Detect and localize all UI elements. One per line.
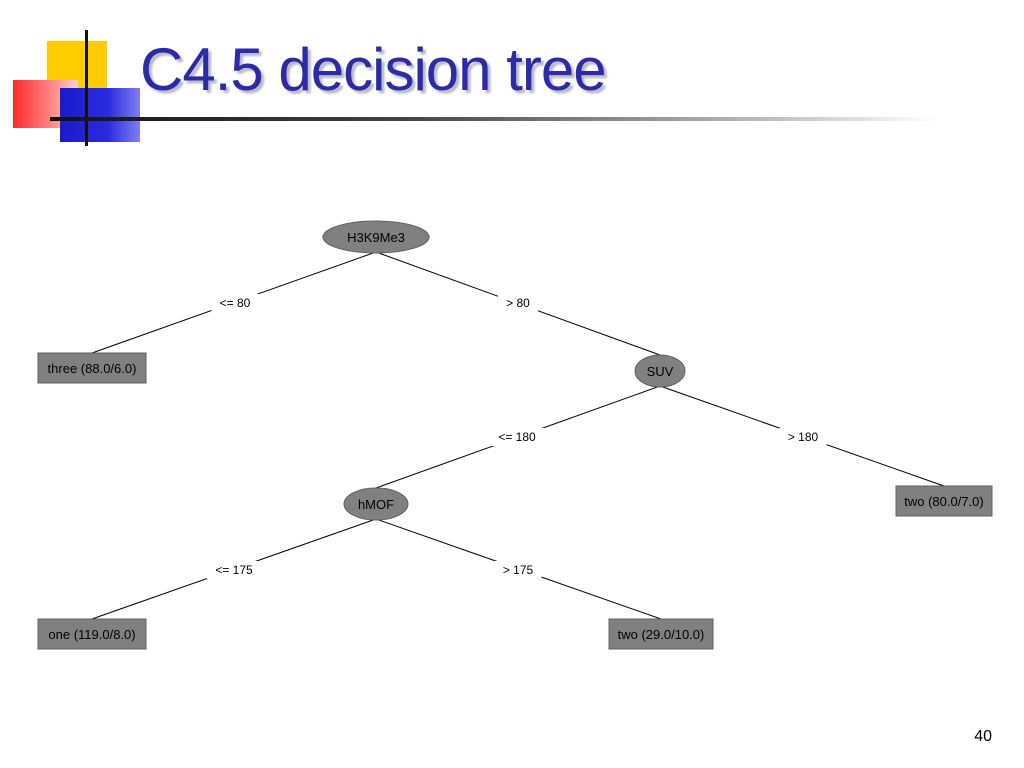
edge-label-bg bbox=[490, 428, 544, 446]
edge-label-n0-n2: > 80 bbox=[506, 296, 530, 310]
node-label-n2: SUV bbox=[647, 364, 674, 379]
edge-label-n2-n4: > 180 bbox=[788, 430, 819, 444]
edge-label-bg bbox=[211, 294, 259, 312]
edge-label-n0-n1: <= 80 bbox=[220, 296, 251, 310]
node-label-n6: two (29.0/10.0) bbox=[618, 627, 705, 642]
decor-blue-square bbox=[60, 88, 140, 142]
decision-node-hmof bbox=[343, 487, 409, 521]
edge-label-n3-n6: > 175 bbox=[503, 563, 534, 577]
leaf-node-n5 bbox=[37, 618, 147, 650]
edge-label-n2-n3: <= 180 bbox=[498, 430, 536, 444]
title-underline bbox=[50, 117, 940, 121]
node-label-n3: hMOF bbox=[358, 497, 394, 512]
leaf-node-n6 bbox=[608, 618, 714, 650]
node-label-n1: three (88.0/6.0) bbox=[48, 361, 137, 376]
decision-node-h3k9me3 bbox=[322, 220, 430, 254]
edge-label-bg bbox=[207, 561, 261, 579]
edge-label-bg bbox=[494, 561, 542, 579]
node-label-n4: two (80.0/7.0) bbox=[904, 494, 984, 509]
leaf-node-n1 bbox=[37, 352, 147, 384]
leaf-node-n4 bbox=[895, 485, 993, 517]
page-number: 40 bbox=[974, 728, 992, 745]
decor-vertical-line bbox=[85, 30, 88, 146]
node-label-n5: one (119.0/8.0) bbox=[48, 627, 135, 642]
edge-label-n3-n5: <= 175 bbox=[215, 563, 253, 577]
decision-node-suv bbox=[634, 354, 686, 388]
slide-title: C4.5 decision tree bbox=[140, 36, 607, 103]
node-label-n0: H3K9Me3 bbox=[347, 230, 405, 245]
edge-label-bg bbox=[498, 294, 538, 312]
edge-label-bg bbox=[779, 428, 827, 446]
